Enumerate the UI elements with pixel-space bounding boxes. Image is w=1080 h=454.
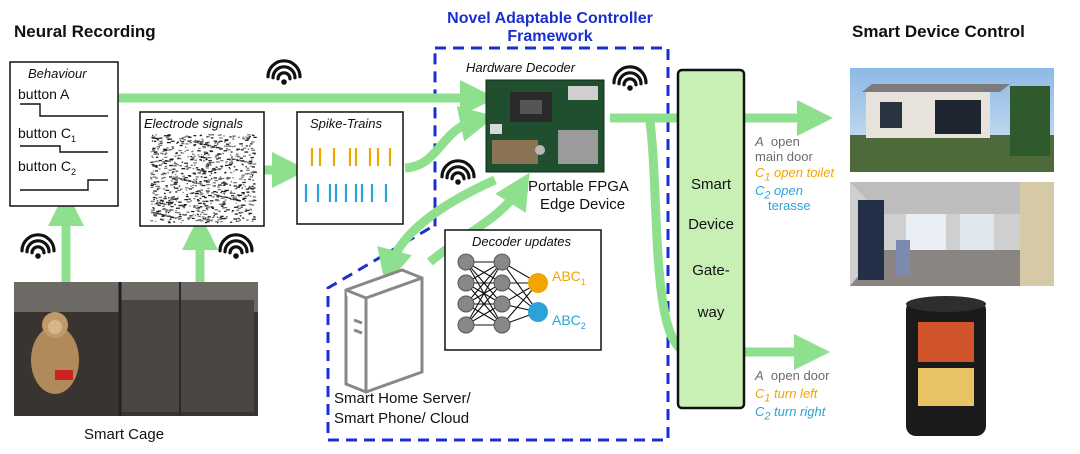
- wifi-icon: [20, 233, 56, 259]
- bin-action-a: A open door: [755, 368, 830, 383]
- fpga-caption-line1: Portable FPGA: [528, 178, 629, 195]
- gateway-label-gate: Gate-: [692, 262, 730, 279]
- arrow-server-to-decoder: [427, 172, 530, 266]
- decoder-updates-title: Decoder updates: [472, 234, 572, 249]
- arrow-spikes-to-decoder: [404, 106, 496, 173]
- decoder-updates-box: [444, 229, 602, 351]
- smart-bin-device: [906, 296, 986, 436]
- behaviour-button-c1: button C1: [18, 125, 76, 144]
- server-icon: [344, 268, 424, 394]
- server-caption-line1: Smart Home Server/: [334, 390, 471, 407]
- heading-framework: Novel Adaptable Controller Framework: [447, 10, 653, 45]
- house-action-c1: C1 open toilet: [755, 165, 835, 184]
- gateway-label-way: way: [697, 304, 725, 321]
- server-caption-line2: Smart Phone/ Cloud: [334, 410, 470, 427]
- wifi-icon: [218, 233, 254, 259]
- electrode-signals-box: [139, 111, 265, 227]
- house-action-a: A open: [755, 134, 800, 149]
- arrow-decoder-to-server: [377, 175, 497, 286]
- behaviour-box: [9, 61, 119, 207]
- gateway-label-smart: Smart: [690, 176, 731, 193]
- fpga-caption-line2: Edge Device: [540, 196, 626, 213]
- framework-boundary: [326, 46, 670, 442]
- behaviour-title: Behaviour: [28, 66, 87, 81]
- gateway-box: [676, 68, 746, 410]
- electrode-raster: [150, 134, 257, 224]
- house-interior-photo: [850, 182, 1054, 286]
- wifi-icon: [440, 159, 476, 185]
- spike-trains-box: [296, 111, 404, 225]
- behaviour-button-a: button A: [18, 86, 70, 102]
- wifi-icon: [612, 65, 648, 91]
- decoder-output-abc2: ABC2: [552, 312, 586, 331]
- heading-smart-device-control: Smart Device Control: [852, 22, 1025, 41]
- spike-raster: [304, 148, 392, 202]
- hardware-decoder-title: Hardware Decoder: [466, 60, 576, 75]
- wifi-icon: [266, 59, 302, 85]
- neural-network-icon: [457, 253, 548, 334]
- bin-action-c1: C1 turn left: [755, 386, 818, 405]
- smart-cage-photo: [14, 282, 258, 416]
- house-action-c2: C2 open: [755, 183, 803, 202]
- decoder-output-abc1: ABC1: [552, 268, 586, 287]
- bin-action-c2: C2 turn right: [755, 404, 826, 423]
- smart-cage-caption: Smart Cage: [84, 426, 165, 443]
- fpga-board-icon: [485, 79, 605, 173]
- behaviour-button-c2: button C2: [18, 158, 76, 177]
- heading-neural-recording: Neural Recording: [14, 22, 156, 41]
- spike-trains-title: Spike-Trains: [310, 116, 383, 131]
- electrode-title: Electrode signals: [144, 116, 243, 131]
- house-action-c2-line2: terasse: [768, 198, 811, 213]
- house-exterior-photo: [850, 68, 1054, 172]
- gateway-label-device: Device: [688, 216, 734, 233]
- house-action-a-line2: main door: [755, 149, 813, 164]
